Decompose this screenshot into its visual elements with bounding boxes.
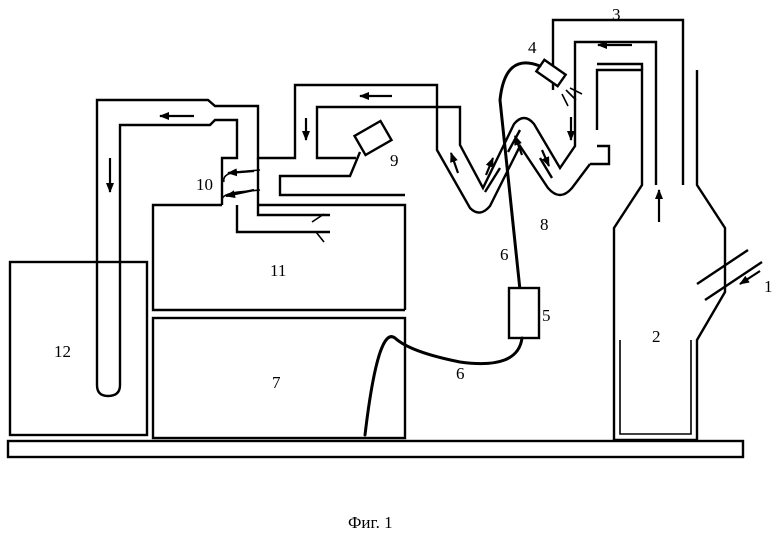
label-9: 9	[390, 151, 399, 170]
label-6a: 6	[500, 245, 509, 264]
vessel-12	[10, 262, 147, 435]
reactor-2-liner	[620, 340, 691, 434]
label-12: 12	[54, 342, 71, 361]
label-8: 8	[540, 215, 549, 234]
figure-caption: Фиг. 1	[348, 513, 393, 532]
label-2: 2	[652, 327, 661, 346]
base-plate	[8, 441, 743, 457]
block-11	[153, 205, 405, 310]
label-1: 1	[764, 277, 773, 296]
node-10-arrow-1	[228, 171, 254, 173]
label-5: 5	[542, 306, 551, 325]
outlet-fork	[312, 214, 324, 242]
injector-spray	[562, 88, 582, 106]
label-4: 4	[528, 38, 537, 57]
sensor-9	[355, 121, 392, 155]
reactor-2-side-port	[590, 146, 609, 164]
inlet-arrow-1	[740, 271, 760, 284]
label-3: 3	[612, 5, 621, 24]
label-10: 10	[196, 175, 213, 194]
label-7: 7	[272, 373, 281, 392]
label-11: 11	[270, 261, 286, 280]
injector-4	[536, 60, 565, 86]
pump-5	[509, 288, 539, 338]
zigzag-arrow-1	[451, 153, 458, 173]
reactor-2-outer	[597, 70, 725, 440]
label-6b: 6	[456, 364, 465, 383]
